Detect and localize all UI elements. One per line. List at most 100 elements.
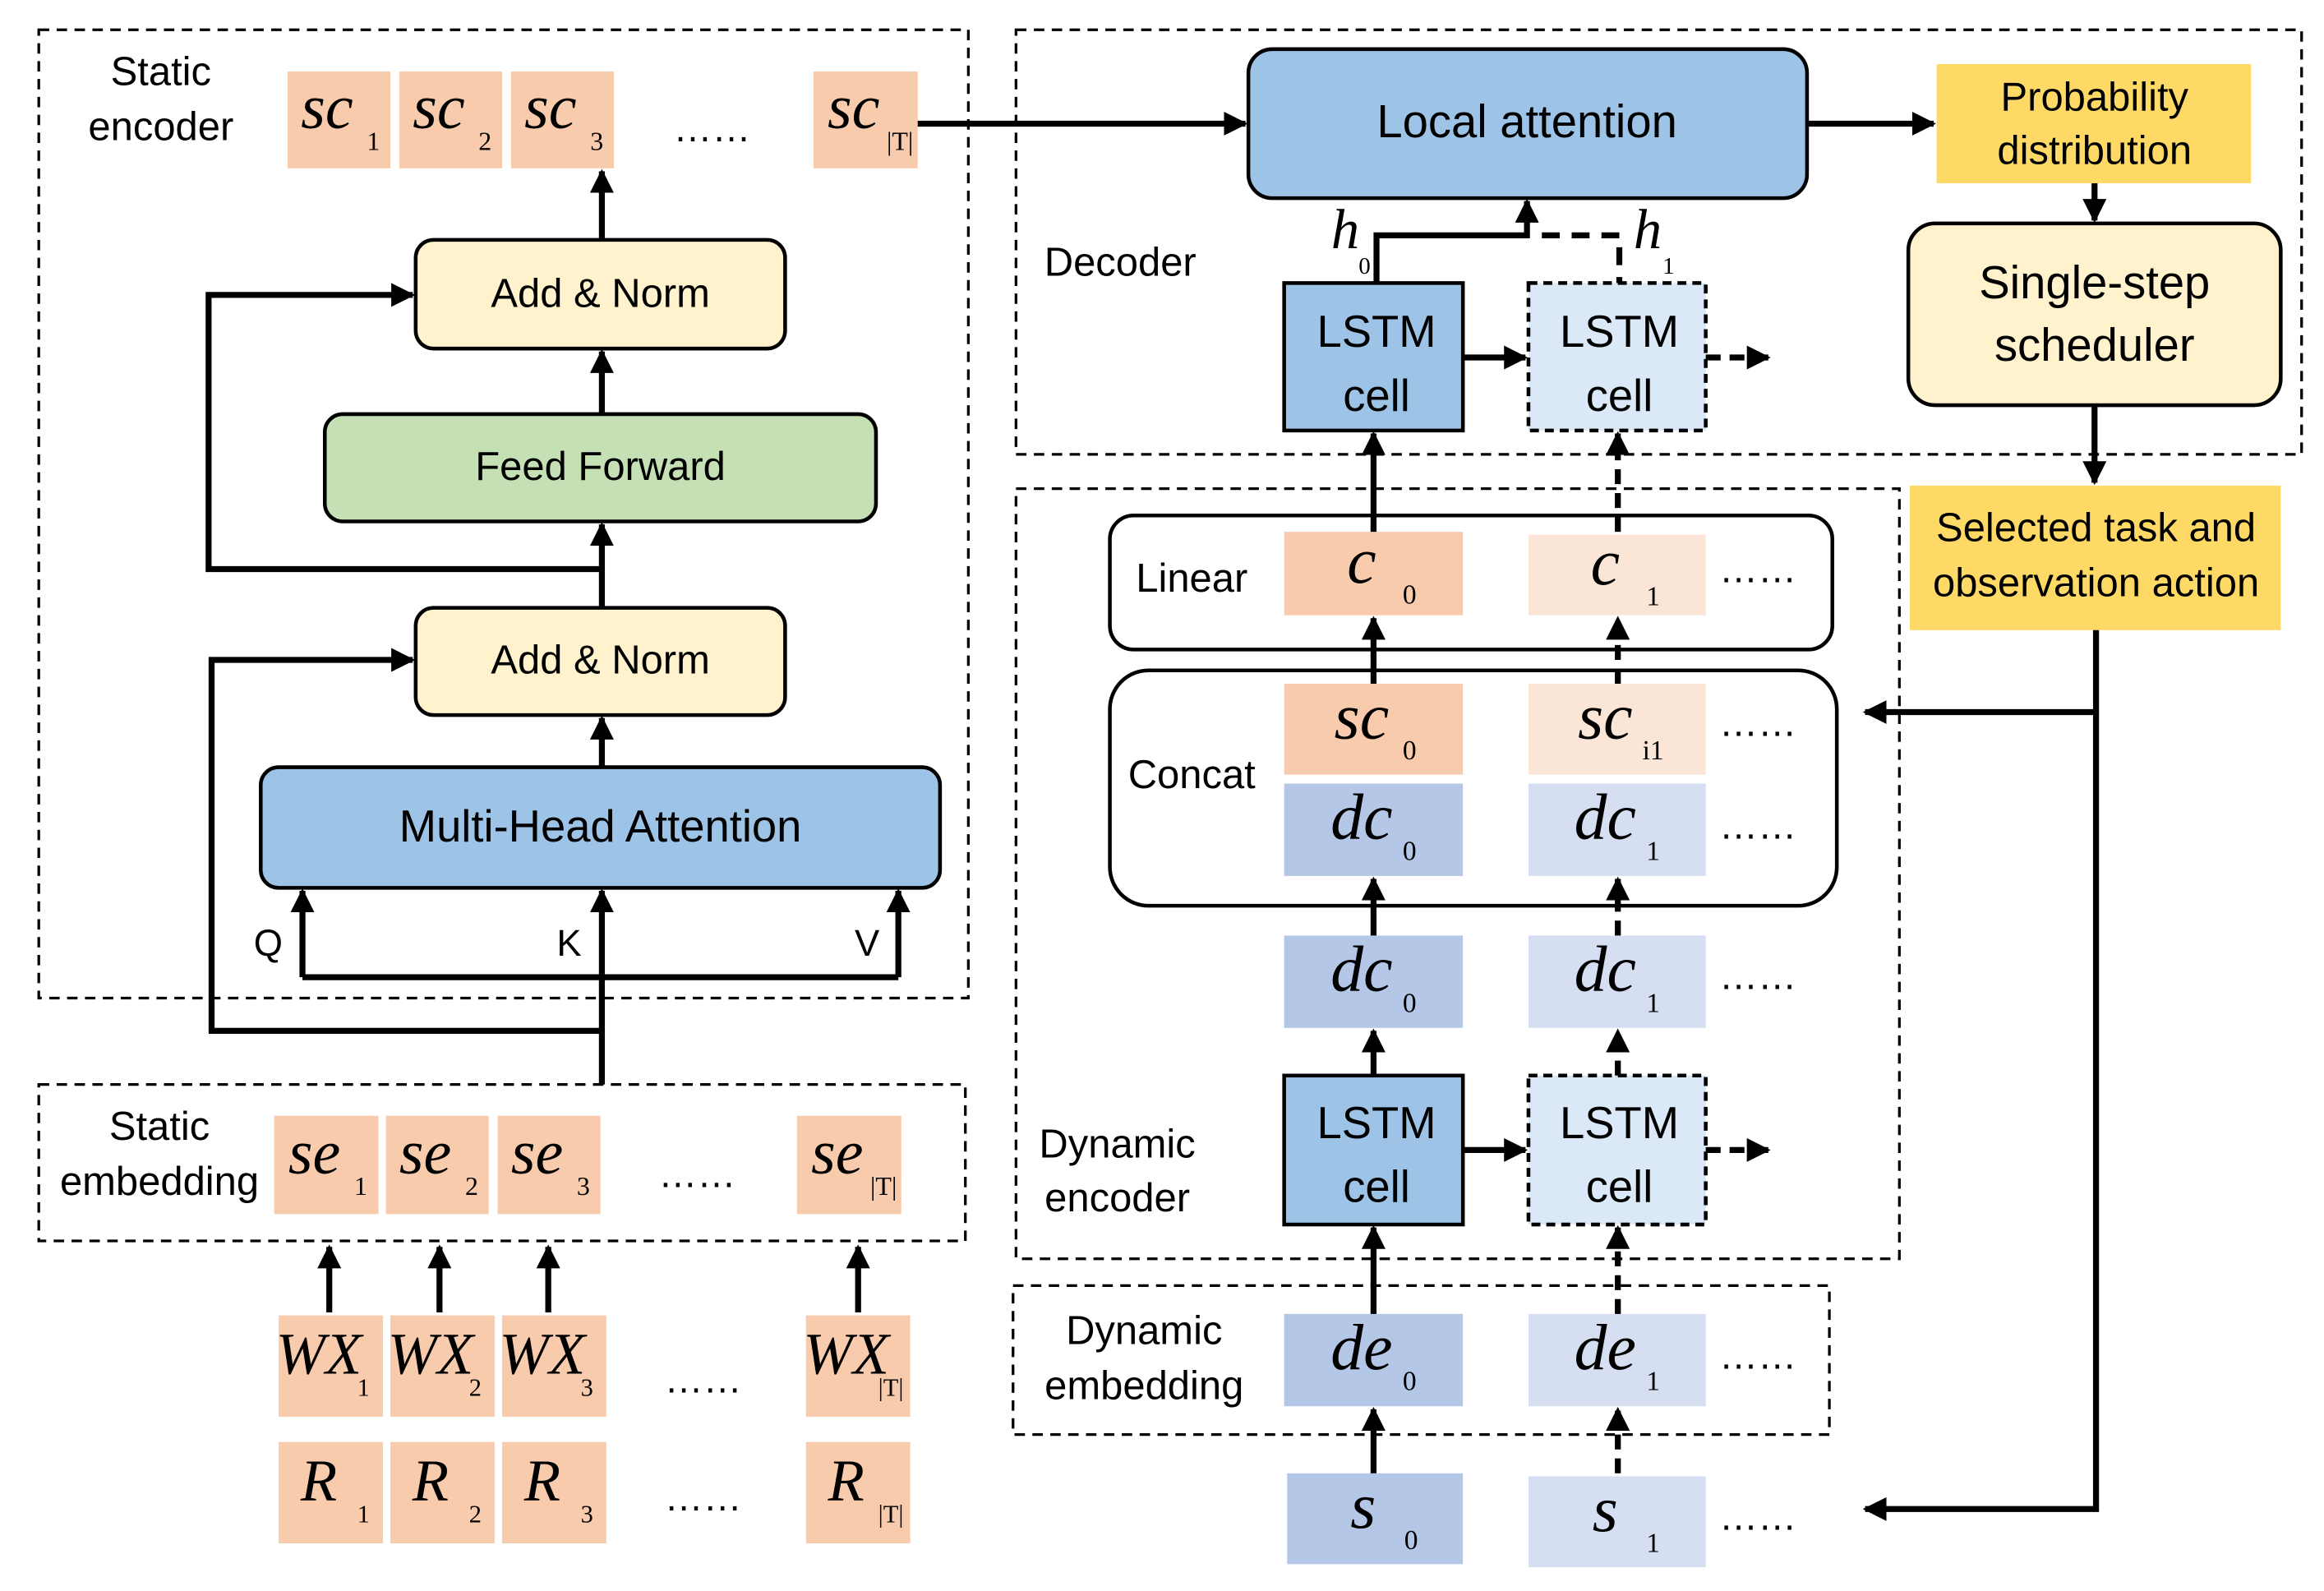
wx-token-subscript: |T|	[878, 1373, 904, 1401]
probability-label: Probability	[2001, 75, 2189, 119]
lstm-label: cell	[1343, 1162, 1410, 1212]
r-token-box	[501, 1441, 606, 1543]
wx-token-subscript: 2	[469, 1373, 482, 1401]
r-token-subscript: 3	[581, 1500, 593, 1528]
static-encoder-label: encoder	[88, 105, 233, 150]
wx-token-box	[805, 1315, 911, 1417]
wx-token-subscript: 1	[357, 1373, 370, 1401]
ellipsis: ……	[1719, 1334, 1796, 1377]
dc-token-subscript: 0	[1403, 988, 1417, 1018]
ellipsis: ……	[1719, 700, 1796, 744]
multi-head-attention-label: Multi-Head Attention	[399, 801, 802, 851]
static-context-token-box	[399, 71, 502, 168]
local-attention-label: Local attention	[1376, 95, 1676, 147]
r-token-subscript: 1	[357, 1500, 370, 1528]
static-context-token-subscript: 3	[590, 127, 603, 155]
dc-concat-token-box	[1284, 783, 1464, 876]
c-token-symbol: c	[1347, 525, 1376, 597]
s-token-box	[1528, 1476, 1706, 1567]
lstm-label: LSTM	[1317, 307, 1436, 357]
h1-subscript: 1	[1662, 253, 1675, 279]
static-embedding-label: Static	[109, 1104, 210, 1149]
wx-token-symbol: WX	[500, 1321, 588, 1387]
static-embedding-token-subscript: |T|	[870, 1172, 897, 1201]
dynamic-embedding-label: embedding	[1044, 1363, 1243, 1408]
h0-subscript: 0	[1358, 253, 1371, 279]
residual-arrow	[208, 648, 602, 1035]
de-token-subscript: 1	[1646, 1367, 1660, 1397]
ellipsis: ……	[1719, 547, 1796, 591]
decoder-lstm-cell-0	[1282, 281, 1465, 433]
selected-label: observation action	[1933, 560, 2259, 605]
dynamic-embedding-label: Dynamic	[1066, 1308, 1222, 1353]
dynamic-encoder-region	[1014, 487, 1901, 1261]
probability-label: distribution	[1997, 129, 2192, 173]
static-embedding-token-symbol: se	[511, 1118, 563, 1187]
single-step-scheduler	[1906, 221, 2283, 408]
static-context-token-subscript: 1	[367, 127, 380, 155]
dc-concat-token-subscript: 0	[1403, 836, 1417, 866]
dc-concat-token-symbol: dc	[1330, 782, 1392, 854]
dc-token-box	[1528, 935, 1706, 1028]
static-encoder-label: Static	[111, 50, 211, 95]
c-token-subscript: 0	[1403, 580, 1417, 611]
s-token-symbol: s	[1593, 1473, 1618, 1546]
static-context-token-subscript: 2	[478, 127, 491, 155]
r-token-symbol: R	[523, 1447, 560, 1514]
concat-label: Concat	[1128, 753, 1256, 797]
dc-token-symbol: dc	[1575, 934, 1636, 1006]
static-embedding-token-box	[385, 1115, 489, 1215]
r-token-symbol: R	[412, 1447, 449, 1514]
q-label: Q	[254, 922, 283, 964]
static-embedding-region	[37, 1083, 967, 1243]
static-context-token-box	[287, 71, 391, 168]
feed-forward-label: Feed Forward	[475, 445, 726, 489]
lstm-label: cell	[1586, 371, 1653, 421]
static-embedding-token-subscript: 1	[354, 1172, 367, 1201]
lstm-label: LSTM	[1560, 1098, 1679, 1148]
scheduler-label: scheduler	[1994, 319, 2195, 371]
static-embedding-label: embedding	[60, 1160, 259, 1204]
c-token-box	[1284, 532, 1464, 616]
selected-label: Selected task and	[1936, 505, 2256, 550]
static-embedding-token-subscript: 3	[577, 1172, 590, 1201]
static-context-token-subscript: |T|	[887, 127, 913, 155]
ellipsis: ……	[1719, 1494, 1796, 1538]
s-token-subscript: 0	[1404, 1525, 1418, 1556]
static-context-token-box	[510, 71, 614, 168]
sc-token-subscript: i1	[1643, 736, 1664, 766]
h1-symbol: h	[1634, 198, 1662, 261]
add-norm-top-label: Add & Norm	[491, 272, 710, 316]
encoder-lstm-cell-1	[1526, 1073, 1708, 1227]
dc-concat-token-subscript: 1	[1646, 836, 1660, 866]
sc-token-symbol: sc	[1578, 680, 1632, 753]
wx-token-symbol: WX	[388, 1321, 476, 1387]
r-token-box	[805, 1441, 911, 1543]
c-token-box	[1528, 534, 1706, 616]
s-token-subscript: 1	[1646, 1528, 1660, 1558]
lstm-label: LSTM	[1560, 307, 1679, 357]
static-context-token-symbol: sc	[413, 73, 464, 142]
wx-token-box	[501, 1315, 606, 1417]
residual-arrow	[205, 283, 602, 573]
wx-token-symbol: WX	[276, 1321, 364, 1387]
dc-token-symbol: dc	[1330, 934, 1392, 1006]
lstm-label: LSTM	[1317, 1098, 1436, 1148]
de-token-box	[1528, 1313, 1706, 1407]
concat-layer	[1108, 668, 1839, 908]
probability-distribution	[1936, 63, 2252, 183]
linear-layer	[1108, 513, 1834, 652]
decoder-region	[1014, 28, 2303, 456]
ellipsis: ……	[1719, 953, 1796, 997]
static-embedding-token-box	[274, 1115, 379, 1215]
k-label: K	[556, 922, 581, 964]
h0-symbol: h	[1331, 198, 1359, 261]
r-token-subscript: 2	[469, 1500, 482, 1528]
r-token-symbol: R	[828, 1447, 865, 1514]
de-token-box	[1284, 1313, 1464, 1407]
r-token-box	[279, 1441, 383, 1543]
dc-concat-token-box	[1528, 783, 1706, 876]
decoder-lstm-cell-1	[1526, 281, 1708, 433]
hidden-line	[1373, 198, 1539, 284]
